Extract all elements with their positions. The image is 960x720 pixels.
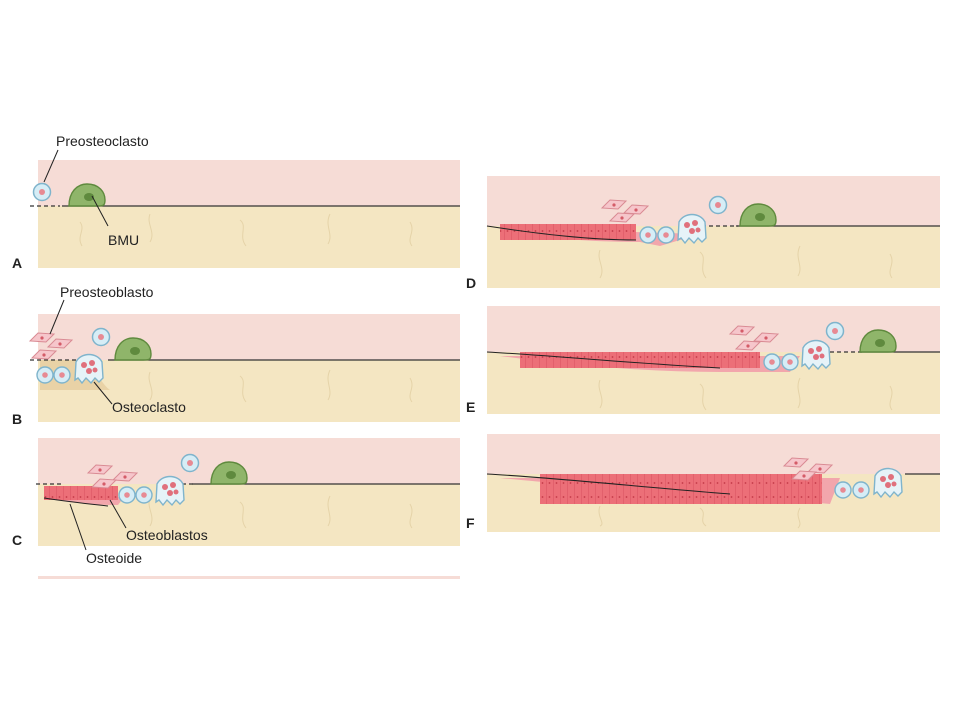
osteoclast-cell	[155, 475, 185, 506]
osteoid-layer	[520, 352, 760, 368]
panel-letter: B	[12, 411, 22, 427]
panel-b: Preosteoblasto Osteoclasto B	[12, 284, 460, 427]
lining-cell	[135, 486, 153, 504]
marrow-region	[487, 434, 940, 474]
preosteoclast-cell	[180, 453, 200, 473]
panel-a: Preosteoclasto BMU A	[12, 133, 460, 271]
label-preosteoclasto: Preosteoclasto	[56, 133, 149, 149]
lining-cell	[852, 481, 870, 499]
preosteoclast-cell	[91, 327, 111, 347]
osteoclast-cell	[801, 339, 831, 370]
bone-region	[38, 206, 460, 268]
panel-letter: E	[466, 399, 475, 415]
preosteoclast-cell	[708, 195, 728, 215]
label-bmu: BMU	[108, 232, 139, 248]
panel-d: D	[466, 176, 940, 291]
osteoid-layer	[500, 224, 636, 240]
lining-cell	[118, 486, 136, 504]
panel-e: E	[466, 306, 940, 415]
panel-letter: C	[12, 532, 22, 548]
osteoclast-cell	[74, 353, 104, 384]
lining-cell	[36, 366, 54, 384]
panel-letter: D	[466, 275, 476, 291]
osteoid-layer	[44, 486, 118, 500]
panel-c: Osteoblastos Osteoide C	[12, 438, 460, 579]
osteoid-layer	[540, 474, 822, 504]
panel-letter: A	[12, 255, 22, 271]
osteoclast-cell	[873, 467, 903, 498]
marrow-region	[38, 438, 460, 484]
label-osteoblastos: Osteoblastos	[126, 527, 208, 543]
label-osteoide: Osteoide	[86, 550, 142, 566]
bone-region	[38, 360, 460, 422]
lining-cell	[657, 226, 675, 244]
preosteoclast-cell	[825, 321, 845, 341]
panel-f: F	[466, 434, 940, 532]
lining-cell	[53, 366, 71, 384]
lining-cell	[639, 226, 657, 244]
label-osteoclasto: Osteoclasto	[112, 399, 186, 415]
panel-letter: F	[466, 515, 475, 531]
lining-cell	[763, 353, 781, 371]
label-preosteoblasto: Preosteoblasto	[60, 284, 154, 300]
lining-cell	[834, 481, 852, 499]
lining-cell	[781, 353, 799, 371]
preosteoclast-cell	[32, 182, 52, 202]
osteoclast-cell	[677, 213, 707, 244]
marrow-region	[38, 160, 460, 206]
